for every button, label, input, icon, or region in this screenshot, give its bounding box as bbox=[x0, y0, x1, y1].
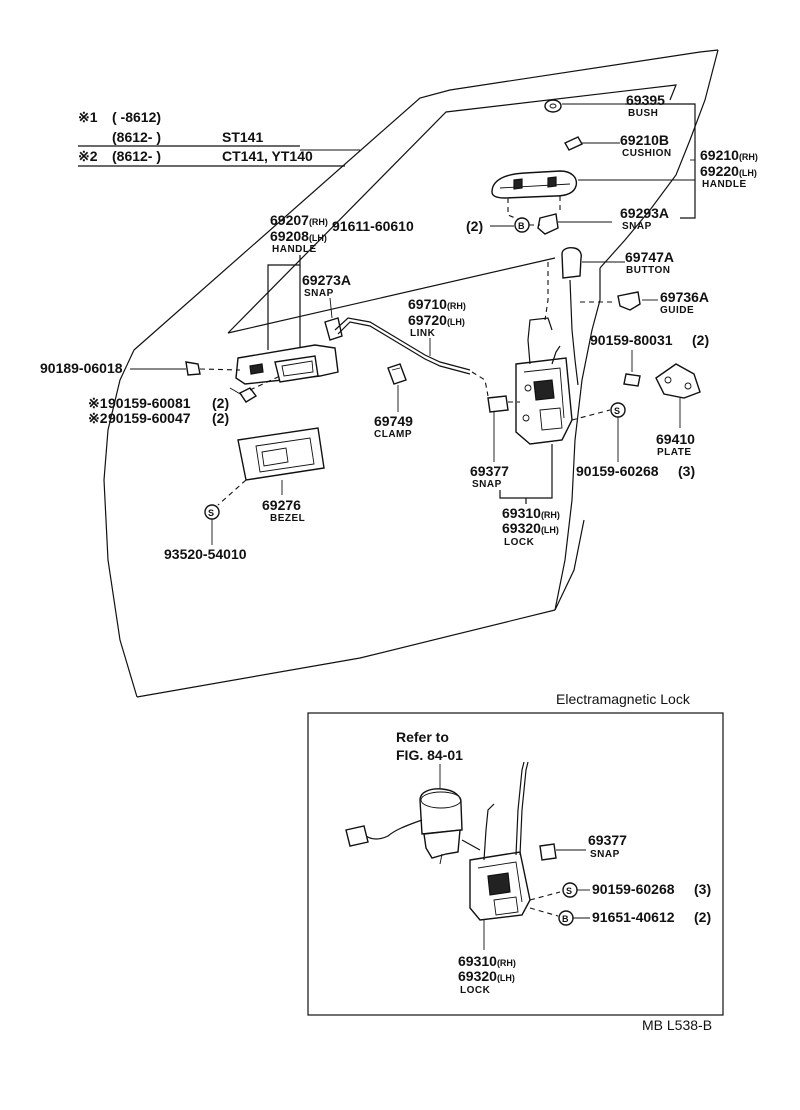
label-69210: 69210(RH) bbox=[700, 147, 758, 163]
label-69747a: 69747A bbox=[625, 249, 674, 265]
inset-label-91651-qty: (2) bbox=[694, 909, 711, 925]
note1b-range: (8612- ) bbox=[112, 129, 161, 145]
label-snap-69273a: SNAP bbox=[304, 288, 334, 299]
inset-label-90159-60268: 90159-60268 bbox=[592, 881, 675, 897]
label-90159-60047-mark: ※2 bbox=[88, 410, 108, 426]
bezel-part bbox=[237, 427, 325, 481]
label-69208: 69208(LH) bbox=[270, 228, 327, 244]
label-lock: LOCK bbox=[504, 537, 535, 548]
inset-label-90159-60268-qty: (3) bbox=[694, 881, 711, 897]
bush-part bbox=[544, 99, 562, 113]
label-snap-69377: SNAP bbox=[472, 479, 502, 490]
inset-label-91651: 91651-40612 bbox=[592, 909, 675, 925]
note1-mark: ※1 bbox=[78, 109, 98, 125]
label-91611: 91611-60610 bbox=[332, 218, 414, 234]
actuator-part bbox=[419, 788, 463, 835]
label-90159-60081: 90159-60081 bbox=[108, 395, 191, 411]
label-69293a: 69293A bbox=[620, 205, 669, 221]
note2-model: CT141, YT140 bbox=[222, 148, 313, 164]
label-69377: 69377 bbox=[470, 463, 509, 479]
label-69320: 69320(LH) bbox=[502, 520, 559, 536]
label-button: BUTTON bbox=[626, 265, 670, 276]
snap-69377-part bbox=[487, 395, 509, 413]
door-lock-part bbox=[515, 357, 573, 445]
inset-label-69377: 69377 bbox=[588, 832, 627, 848]
note1b-model: ST141 bbox=[222, 129, 263, 145]
door-outline bbox=[103, 49, 719, 698]
label-69276: 69276 bbox=[262, 497, 301, 513]
label-plate: PLATE bbox=[657, 447, 692, 458]
button-part bbox=[561, 247, 582, 279]
note2-mark: ※2 bbox=[78, 148, 98, 164]
label-69710: 69710(RH) bbox=[408, 296, 466, 312]
inset-refer-2: FIG. 84-01 bbox=[396, 747, 463, 763]
note2-range: (8612- ) bbox=[112, 148, 161, 164]
label-snap-69293a: SNAP bbox=[622, 221, 652, 232]
label-90159-80031: 90159-80031 bbox=[590, 332, 673, 348]
inset-frame bbox=[307, 712, 724, 1016]
svg-text:B: B bbox=[518, 221, 525, 231]
bezel-group: S 69276 BEZEL 93520-54010 bbox=[164, 427, 325, 562]
guide-part bbox=[617, 291, 641, 311]
label-69749: 69749 bbox=[374, 413, 413, 429]
figure-code: MB L538-B bbox=[642, 1017, 712, 1033]
svg-text:B: B bbox=[562, 914, 569, 924]
note1-range: ( -8612) bbox=[112, 109, 161, 125]
screw-90159-80031-part bbox=[623, 373, 641, 387]
inset-label-lock: LOCK bbox=[460, 985, 491, 996]
label-69395: 69395 bbox=[626, 92, 665, 108]
label-69210b: 69210B bbox=[620, 132, 669, 148]
label-93520: 93520-54010 bbox=[164, 546, 247, 562]
inset-label-69320: 69320(LH) bbox=[458, 968, 515, 984]
label-69273a: 69273A bbox=[302, 272, 351, 288]
label-69720: 69720(LH) bbox=[408, 312, 465, 328]
label-guide: GUIDE bbox=[660, 305, 694, 316]
inset-snap-part bbox=[539, 843, 557, 861]
outside-handle-group bbox=[491, 99, 696, 235]
applicability-notes: ※1 ( -8612) (8612- ) ST141 ※2 (8612- ) C… bbox=[78, 109, 345, 167]
electramagnetic-lock-inset: Electramagnetic Lock Refer to FIG. 84-01… bbox=[307, 691, 724, 1016]
clamp-part bbox=[387, 363, 407, 385]
inset-label-snap: SNAP bbox=[590, 849, 620, 860]
label-90159-80031-qty: (2) bbox=[692, 332, 709, 348]
label-handle-outside: HANDLE bbox=[702, 179, 747, 190]
svg-text:S: S bbox=[566, 886, 572, 896]
label-90159-60081-qty: (2) bbox=[212, 395, 229, 411]
label-69410: 69410 bbox=[656, 431, 695, 447]
label-91611-qty: (2) bbox=[466, 218, 483, 234]
label-handle-inside: HANDLE bbox=[272, 244, 317, 255]
label-69736a: 69736A bbox=[660, 289, 709, 305]
label-90189: 90189-06018 bbox=[40, 360, 123, 376]
label-90159-60268-qty: (3) bbox=[678, 463, 695, 479]
clip-90189-part bbox=[185, 361, 201, 376]
label-69310: 69310(RH) bbox=[502, 505, 560, 521]
label-90159-60047-qty: (2) bbox=[212, 410, 229, 426]
label-90159-60047: 90159-60047 bbox=[108, 410, 191, 426]
label-90159-60081-mark: ※1 bbox=[88, 395, 108, 411]
cushion-part bbox=[564, 136, 583, 151]
snap-69293a-part bbox=[537, 213, 559, 235]
plate-part bbox=[655, 363, 701, 399]
inset-label-69310: 69310(RH) bbox=[458, 953, 516, 969]
label-link: LINK bbox=[410, 328, 436, 339]
svg-text:S: S bbox=[614, 406, 620, 416]
label-clamp: CLAMP bbox=[374, 429, 412, 440]
label-bezel: BEZEL bbox=[270, 513, 305, 524]
svg-text:S: S bbox=[208, 508, 214, 518]
inside-handle-group: 69207(RH) 69208(LH) HANDLE 69273A SNAP bbox=[235, 212, 351, 385]
snap-69273a-part bbox=[324, 317, 343, 341]
actuator-connector-part bbox=[345, 825, 369, 847]
label-69207: 69207(RH) bbox=[270, 212, 328, 228]
label-cushion: CUSHION bbox=[622, 148, 672, 159]
label-90159-60268: 90159-60268 bbox=[576, 463, 659, 479]
inset-title: Electramagnetic Lock bbox=[556, 691, 691, 707]
door-lock-group: 69377 SNAP S 90159-60268 (3) 69310(RH) 6… bbox=[470, 317, 695, 548]
inset-refer-1: Refer to bbox=[396, 729, 449, 745]
label-69220: 69220(LH) bbox=[700, 163, 757, 179]
screw-90159-60081-part bbox=[238, 387, 258, 403]
link-rod-group: 69710(RH) 69720(LH) LINK bbox=[334, 296, 489, 397]
label-bush: BUSH bbox=[628, 108, 658, 119]
